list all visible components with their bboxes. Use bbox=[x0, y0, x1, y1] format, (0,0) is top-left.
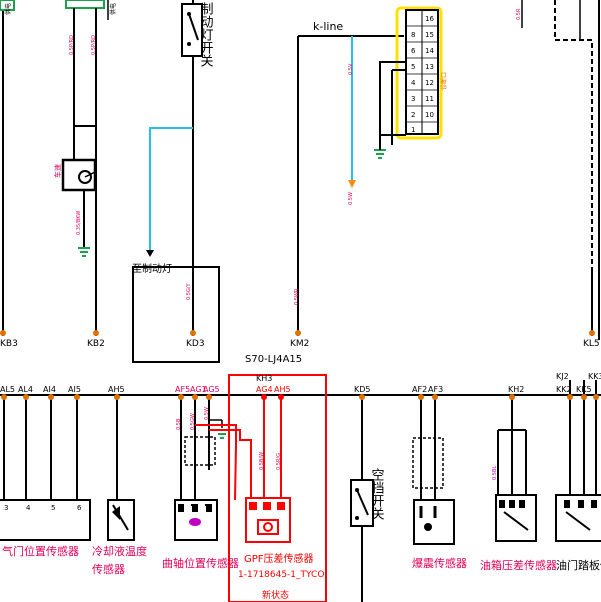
conn-kk2: KK2 bbox=[556, 385, 572, 394]
svg-text:供电: 供电 bbox=[4, 3, 12, 15]
svg-text:11: 11 bbox=[425, 95, 434, 103]
conn-kl5: KL5 bbox=[583, 339, 600, 349]
svg-text:0.5G/Y: 0.5G/Y bbox=[186, 282, 192, 300]
knock-sensor-label: 爆震传感器 bbox=[412, 556, 467, 570]
ground-icon bbox=[78, 247, 90, 257]
svg-text:6: 6 bbox=[411, 47, 416, 55]
coolant-label-2: 传感器 bbox=[92, 563, 125, 576]
svg-text:0.5W: 0.5W bbox=[348, 192, 354, 205]
svg-text:0.5R: 0.5R bbox=[516, 8, 522, 20]
conn-al4: AL4 bbox=[18, 385, 33, 394]
svg-text:16: 16 bbox=[425, 15, 434, 23]
obd-highlight bbox=[395, 6, 443, 140]
svg-text:5: 5 bbox=[411, 63, 415, 71]
conn-ag1: AG1 bbox=[190, 385, 207, 394]
svg-text:0.5WR: 0.5WR bbox=[294, 288, 300, 305]
to-brake-lamp-label: 至制动灯 bbox=[132, 262, 172, 275]
conn-ah5-red: AH5 bbox=[274, 385, 291, 394]
top-connector-2 bbox=[65, 0, 105, 9]
top-left-connector bbox=[0, 0, 15, 11]
gpf-sensor-status: 新状态 bbox=[262, 589, 289, 601]
gpf-sensor-part: 1-1718645-1_TYCO bbox=[238, 570, 324, 580]
ground-icon bbox=[374, 149, 386, 159]
svg-text:0.35/BKW: 0.35/BKW bbox=[76, 211, 82, 235]
conn-kb2: KB2 bbox=[87, 339, 105, 349]
conn-kd3: KD3 bbox=[186, 339, 205, 349]
svg-text:13: 13 bbox=[425, 63, 434, 71]
svg-text:0.5B/W: 0.5B/W bbox=[259, 452, 265, 470]
conn-kh2: KH2 bbox=[508, 385, 524, 394]
ground-icon bbox=[216, 429, 228, 439]
conn-kd5: KD5 bbox=[354, 385, 371, 394]
conn-ag4: AG4 bbox=[256, 385, 273, 394]
svg-text:8: 8 bbox=[411, 31, 415, 39]
gpf-sensor-name: GPF压差传感器 bbox=[244, 552, 314, 565]
svg-text:3: 3 bbox=[411, 95, 415, 103]
conn-ag5: AG5 bbox=[203, 385, 220, 394]
conn-ah5: AH5 bbox=[108, 385, 125, 394]
conn-af3: AF3 bbox=[428, 385, 443, 394]
svg-text:6: 6 bbox=[77, 504, 82, 512]
conn-af5: AF5 bbox=[175, 385, 190, 394]
svg-text:0.5V: 0.5V bbox=[348, 63, 354, 75]
conn-km2: KM2 bbox=[290, 339, 309, 349]
conn-ai4: AI4 bbox=[43, 385, 56, 394]
svg-text:车速: 车速 bbox=[53, 164, 62, 178]
brake-switch bbox=[181, 3, 203, 57]
brake-lamp-box bbox=[132, 266, 220, 363]
k-line-label: k-line bbox=[313, 20, 343, 33]
throttle-sensor-box bbox=[0, 499, 91, 541]
coolant-label-1: 冷却液温度 bbox=[92, 544, 147, 558]
svg-text:0.5B: 0.5B bbox=[176, 418, 182, 430]
module-title: S70-LJ4A15 bbox=[245, 354, 302, 365]
upper-connectors bbox=[0, 330, 595, 336]
svg-text:15: 15 bbox=[425, 31, 434, 39]
svg-text:0.5W: 0.5W bbox=[204, 407, 210, 420]
conn-kh3: KH3 bbox=[256, 374, 272, 383]
fuel-tank-sensor-label: 油箱压差传感器 bbox=[480, 558, 557, 572]
svg-text:0.5GW: 0.5GW bbox=[190, 413, 196, 430]
conn-al5: AL5 bbox=[0, 385, 15, 394]
svg-text:4: 4 bbox=[411, 79, 416, 87]
svg-text:5: 5 bbox=[51, 504, 55, 512]
conn-kj2: KJ2 bbox=[556, 372, 569, 381]
svg-text:0.5P/RD: 0.5P/RD bbox=[69, 35, 75, 55]
brake-switch-label: 制动灯开关 bbox=[198, 2, 214, 67]
svg-text:4: 4 bbox=[26, 504, 31, 512]
svg-text:14: 14 bbox=[425, 47, 434, 55]
conn-af2: AF2 bbox=[412, 385, 427, 394]
conn-kb3: KB3 bbox=[0, 339, 18, 349]
svg-text:2: 2 bbox=[411, 111, 415, 119]
svg-text:3: 3 bbox=[4, 504, 8, 512]
gpf-highlight-box bbox=[228, 374, 327, 602]
crank-sensor-label: 曲轴位置传感器 bbox=[162, 556, 239, 570]
conn-ai5: AI5 bbox=[68, 385, 81, 394]
svg-text:0.5BL: 0.5BL bbox=[492, 466, 498, 480]
svg-text:1: 1 bbox=[411, 126, 415, 134]
neutral-switch-text: 空挡开关 bbox=[369, 468, 385, 520]
svg-text:0.5P/RD: 0.5P/RD bbox=[91, 35, 97, 55]
svg-text:诊断口: 诊断口 bbox=[440, 72, 448, 90]
svg-text:0.5R/G: 0.5R/G bbox=[276, 453, 282, 470]
pedal-sensor-label: 油门踏板传 bbox=[556, 558, 601, 572]
svg-text:供电: 供电 bbox=[109, 3, 117, 15]
conn-kk3: KK3 bbox=[588, 372, 601, 381]
svg-text:12: 12 bbox=[425, 79, 434, 87]
svg-text:10: 10 bbox=[425, 111, 434, 119]
throttle-sensor-label: 气门位置传感器 bbox=[2, 544, 79, 558]
